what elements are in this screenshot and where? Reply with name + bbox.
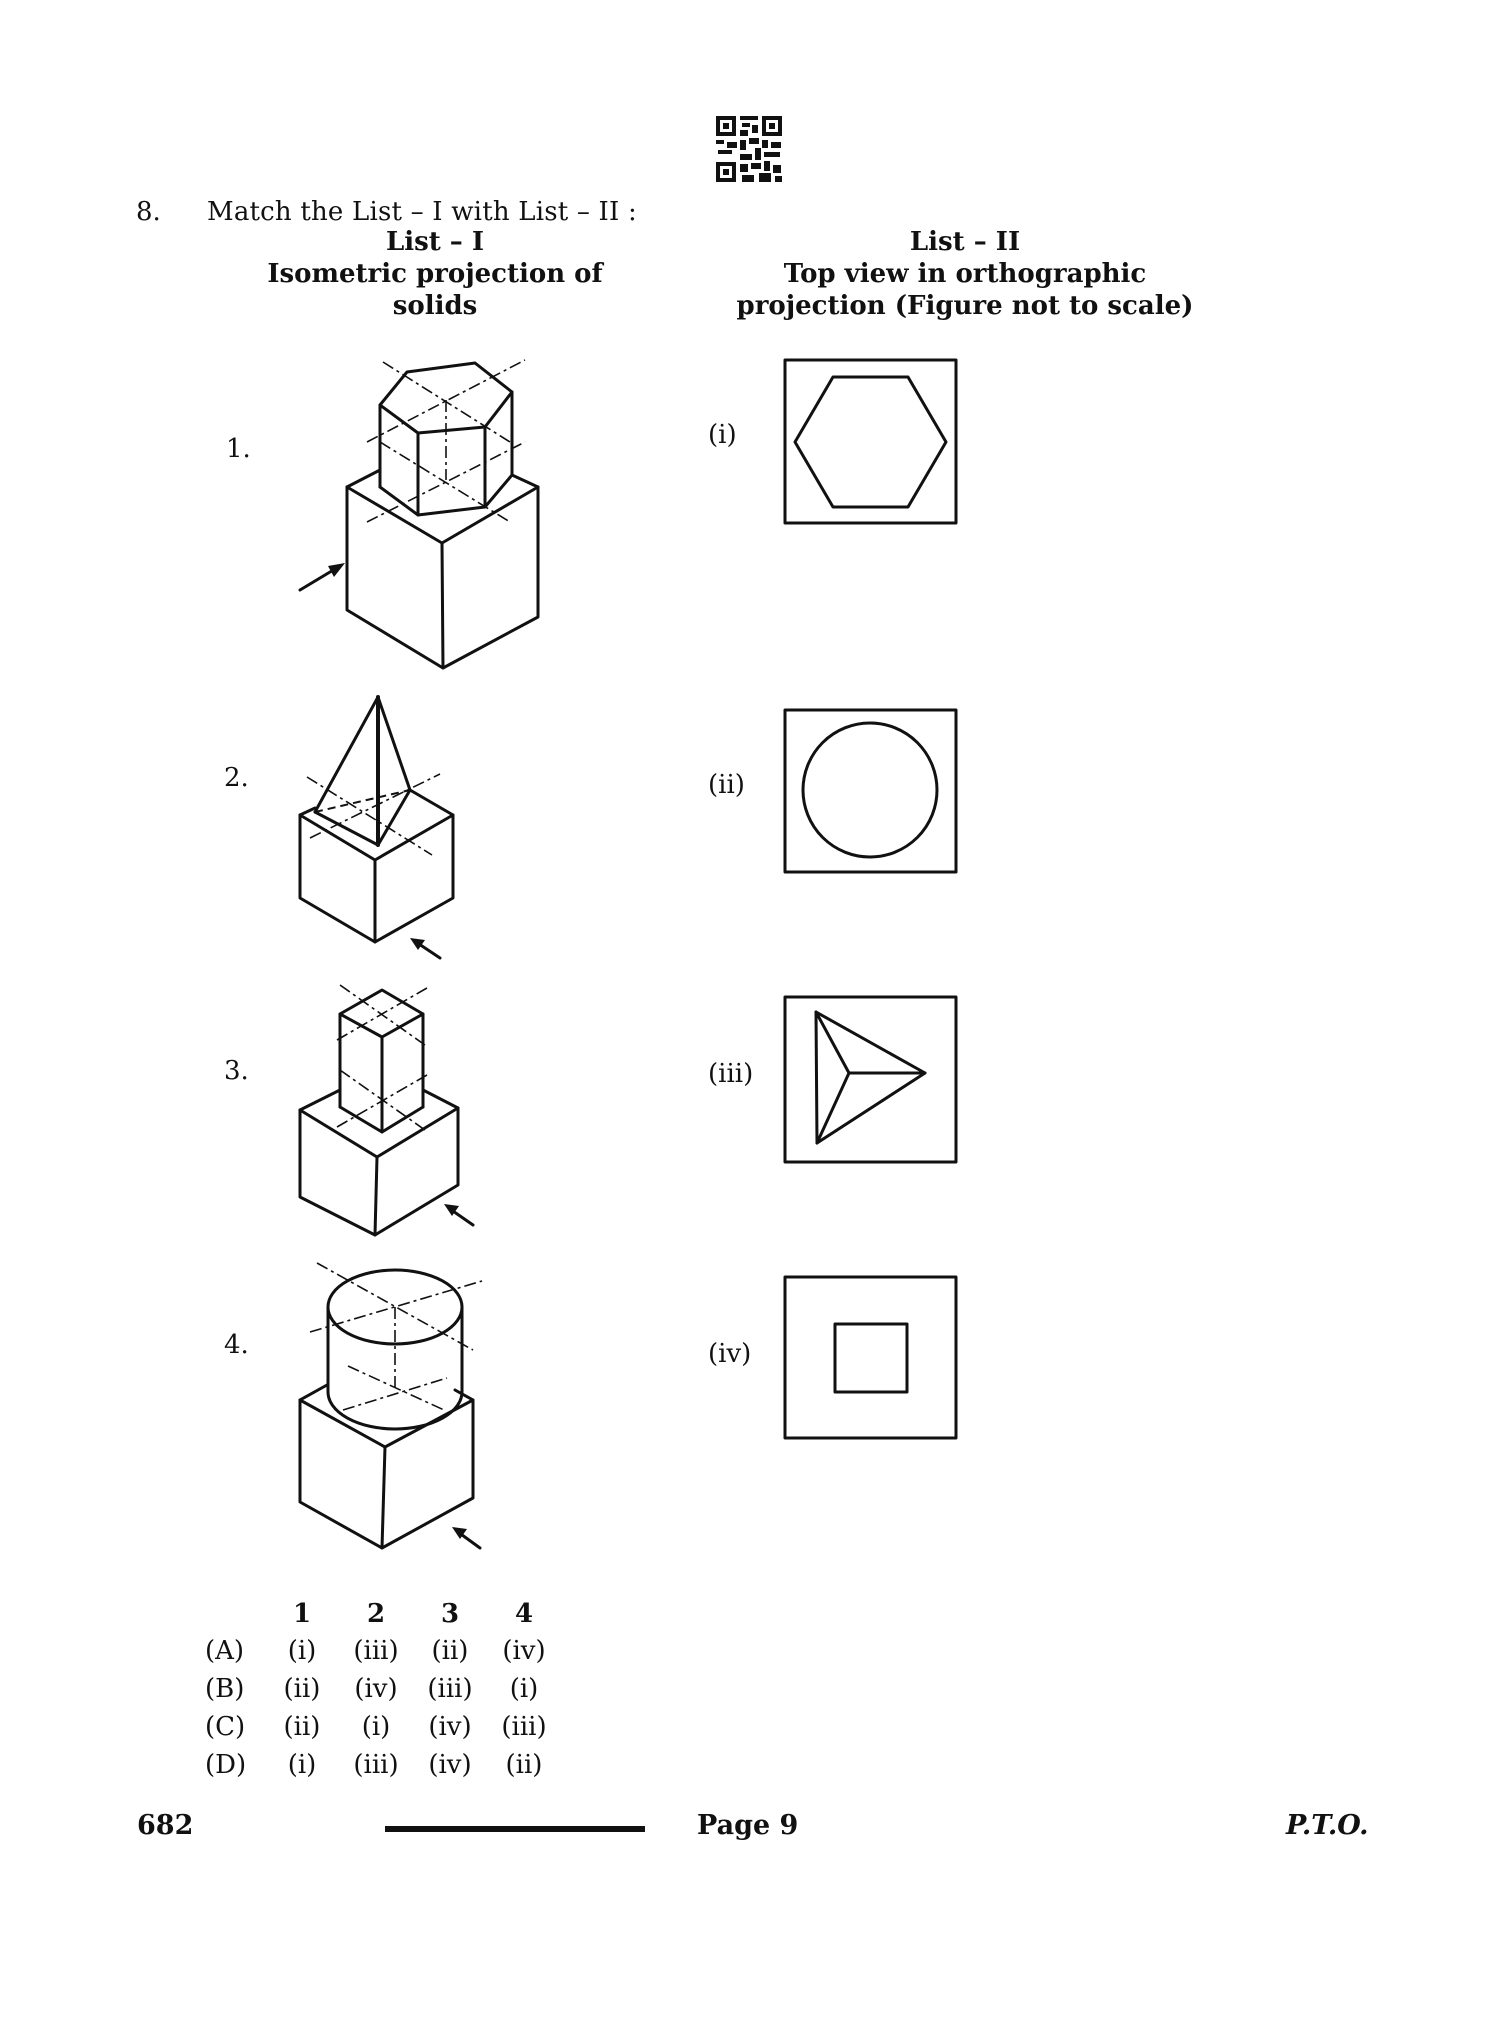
column-header: 2	[366, 1599, 386, 1629]
list-i-item-label: 4.	[224, 1330, 249, 1360]
option-row-d[interactable]: (D) (i) (iii) (iv) (ii)	[205, 1746, 561, 1784]
option-cell: (iii)	[427, 1674, 473, 1704]
option-cell: (ii)	[283, 1674, 321, 1704]
option-cell: (iv)	[428, 1712, 472, 1742]
option-cell: (i)	[287, 1750, 317, 1780]
list-ii-subtitle-line1: Top view in orthographic	[783, 259, 1147, 289]
column-header: 4	[514, 1599, 534, 1629]
column-header: 3	[440, 1599, 460, 1629]
option-cell: (ii)	[505, 1750, 543, 1780]
list-i-item-label: 1.	[226, 434, 251, 464]
paper-code: 682	[137, 1810, 194, 1841]
option-row-b[interactable]: (B) (ii) (iv) (iii) (i)	[205, 1670, 561, 1708]
list-i-subtitle-line2: solids	[392, 291, 478, 321]
option-label[interactable]: (D)	[205, 1750, 247, 1780]
list-ii-subtitle-line2: projection (Figure not to scale)	[736, 291, 1194, 321]
option-cell: (i)	[509, 1674, 539, 1704]
option-row-a[interactable]: (A) (i) (iii) (ii) (iv)	[205, 1632, 561, 1670]
options-header-row: 1 2 3 4	[205, 1596, 561, 1632]
option-row-c[interactable]: (C) (ii) (i) (iv) (iii)	[205, 1708, 561, 1746]
question-prompt: Match the List – I with List – II :	[207, 197, 637, 227]
answer-options-table: 1 2 3 4 (A) (i) (iii) (ii) (iv) (B) (ii)…	[205, 1596, 561, 1784]
list-i-item-label: 3.	[224, 1056, 249, 1086]
page-number: Page 9	[697, 1810, 799, 1841]
option-cell: (iii)	[353, 1636, 399, 1666]
option-label[interactable]: (A)	[205, 1636, 245, 1666]
list-i-subtitle-line1: Isometric projection of	[267, 259, 603, 289]
option-cell: (ii)	[283, 1712, 321, 1742]
list-i-title: List – I	[385, 227, 485, 257]
option-cell: (ii)	[431, 1636, 469, 1666]
list-ii-item-label: (iii)	[708, 1059, 754, 1089]
option-cell: (iv)	[428, 1750, 472, 1780]
option-cell: (iii)	[501, 1712, 547, 1742]
option-cell: (i)	[361, 1712, 391, 1742]
question-number: 8.	[136, 197, 161, 227]
option-label[interactable]: (B)	[205, 1674, 245, 1704]
please-turn-over: P.T.O.	[1286, 1810, 1369, 1841]
list-i-header: List – I Isometric projection of solids	[230, 226, 640, 322]
list-ii-item-label: (i)	[708, 420, 737, 450]
list-ii-item-label: (iv)	[708, 1339, 752, 1369]
list-ii-item-label: (ii)	[708, 770, 745, 800]
option-cell: (iii)	[353, 1750, 399, 1780]
qr-code-icon	[715, 115, 783, 183]
column-header: 1	[292, 1599, 312, 1629]
list-ii-title: List – II	[909, 227, 1021, 257]
option-cell: (iv)	[502, 1636, 546, 1666]
option-cell: (i)	[287, 1636, 317, 1666]
option-label[interactable]: (C)	[205, 1712, 246, 1742]
option-cell: (iv)	[354, 1674, 398, 1704]
list-ii-header: List – II Top view in orthographic proje…	[700, 226, 1230, 322]
list-i-item-label: 2.	[224, 763, 249, 793]
footer-divider	[385, 1826, 645, 1832]
